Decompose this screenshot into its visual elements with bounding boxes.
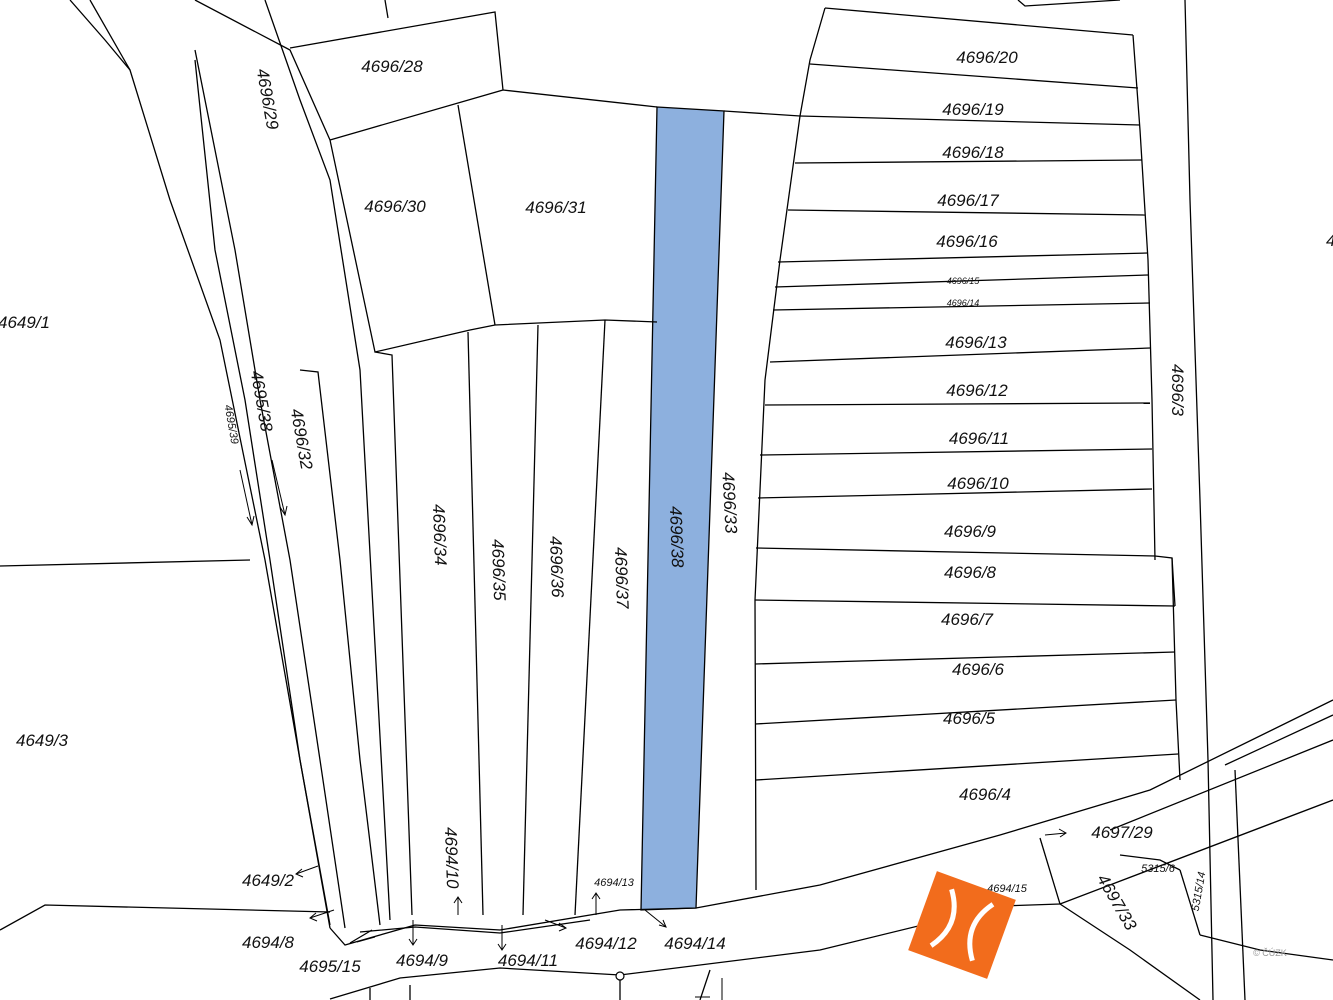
label-4696-29: 4696/29	[253, 67, 282, 131]
label-4696-15: 4696/15	[947, 276, 981, 286]
label-4696-10: 4696/10	[947, 474, 1009, 493]
label-4695-39: 4695/39	[222, 404, 241, 445]
label-4696-4: 4696/4	[959, 785, 1011, 804]
label-4696-12: 4696/12	[946, 381, 1008, 400]
label-4697-29: 4697/29	[1091, 823, 1153, 842]
label-4696-32: 4696/32	[287, 407, 316, 471]
label-4695-38: 4695/38	[247, 369, 276, 433]
label-4696-38: 4696/38	[666, 506, 687, 569]
label-4696-8: 4696/8	[944, 563, 997, 582]
label-4694-10: 4694/10	[441, 827, 462, 890]
label-4696-28: 4696/28	[361, 57, 423, 76]
label-4694-12: 4694/12	[575, 934, 637, 953]
parcel-labels: 4696/28 4696/29 4696/30 4696/31 4696/32 …	[0, 48, 1333, 976]
label-4694-15: 4694/15	[987, 883, 1028, 895]
label-4649-3: 4649/3	[16, 731, 69, 750]
label-4696-16: 4696/16	[936, 232, 998, 251]
label-4694-8: 4694/8	[242, 933, 295, 952]
label-4696-31: 4696/31	[525, 198, 586, 217]
label-4696-19: 4696/19	[942, 100, 1004, 119]
label-4696-20: 4696/20	[956, 48, 1018, 67]
label-4694-13: 4694/13	[594, 877, 635, 889]
label-4696-30: 4696/30	[364, 197, 426, 216]
label-4696-6: 4696/6	[952, 660, 1005, 679]
label-5315-6: 5315/6	[1141, 863, 1176, 875]
label-4696-3: 4696/3	[1168, 364, 1187, 417]
label-4649-2: 4649/2	[242, 871, 295, 890]
label-4696-36: 4696/36	[546, 536, 567, 599]
label-4696-5: 4696/5	[943, 709, 996, 728]
label-4696-37: 4696/37	[611, 547, 632, 610]
label-4696-35: 4696/35	[488, 539, 509, 602]
label-4696-34: 4696/34	[429, 504, 450, 566]
label-4695-15: 4695/15	[299, 957, 361, 976]
label-4696-14: 4696/14	[947, 298, 980, 308]
watermark-text: © ČÚZK	[1253, 948, 1287, 958]
label-4697-33: 4697/33	[1093, 871, 1140, 934]
label-5315-14: 5315/14	[1190, 871, 1209, 912]
label-4696-18: 4696/18	[942, 143, 1004, 162]
label-4649-1: 4649/1	[0, 313, 50, 332]
boundary-arrows	[239, 459, 1067, 1000]
label-4694-11: 4694/11	[498, 951, 558, 970]
stylized-x-logo-icon	[908, 871, 1016, 979]
label-4694-14: 4694/14	[664, 934, 725, 953]
label-4696-13: 4696/13	[945, 333, 1007, 352]
label-4694-9: 4694/9	[396, 951, 449, 970]
label-4696-33: 4696/33	[718, 472, 740, 535]
label-4696-9: 4696/9	[944, 522, 997, 541]
label-edge-4: 4	[1326, 231, 1333, 250]
label-4696-17: 4696/17	[937, 191, 999, 210]
label-4696-7: 4696/7	[941, 610, 994, 629]
label-4696-11: 4696/11	[949, 429, 1009, 448]
